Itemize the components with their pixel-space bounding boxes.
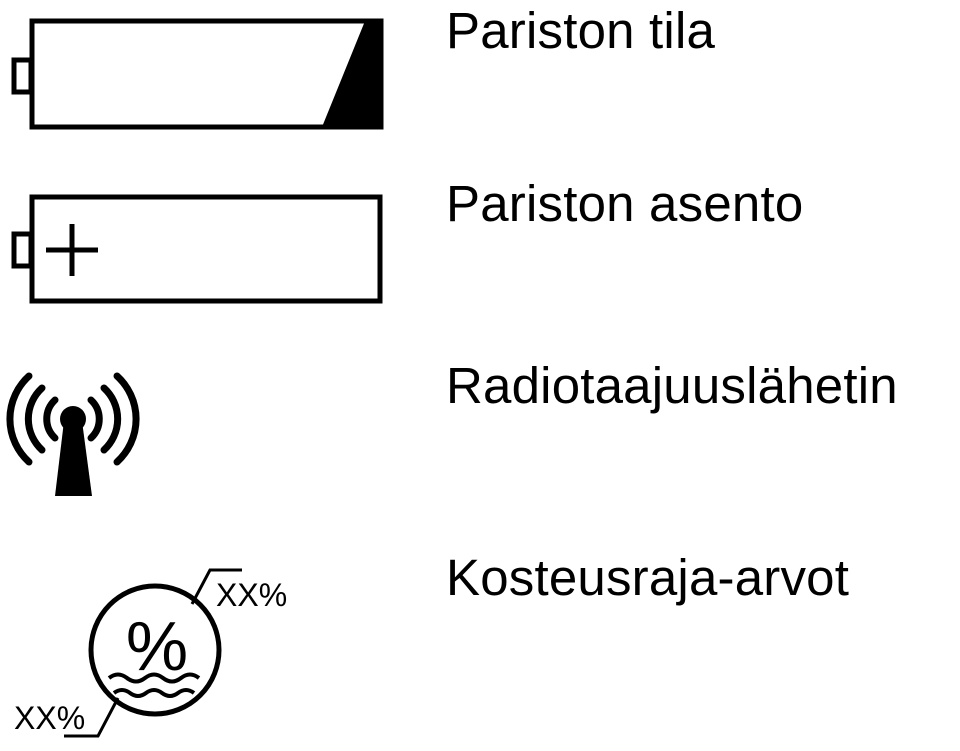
humidity-limits-label: Kosteusraja-arvot [446, 549, 850, 606]
battery-position-icon [11, 194, 383, 304]
battery-status-icon [11, 18, 384, 130]
humidity-percent-symbol: % [126, 607, 188, 685]
water-wave-icon [112, 688, 196, 698]
battery-position-label: Pariston asento [446, 175, 804, 232]
upper-limit-text: XX% [216, 577, 287, 613]
radio-transmitter-icon [6, 372, 140, 496]
legend-item-humidity-limits: % XX% XX% Kosteusraja-arvot [0, 540, 960, 751]
legend-item-radio-transmitter: Radiotaajuuslähetin [0, 355, 960, 505]
water-wave-icon [107, 672, 201, 684]
radio-transmitter-label: Radiotaajuuslähetin [446, 357, 898, 414]
battery-status-label: Pariston tila [446, 2, 716, 59]
legend-item-battery-status: Pariston tila [0, 0, 960, 150]
humidity-limits-icon: % XX% XX% [14, 568, 287, 738]
lower-limit-text: XX% [14, 700, 85, 736]
legend-item-battery-position: Pariston asento [0, 170, 960, 320]
